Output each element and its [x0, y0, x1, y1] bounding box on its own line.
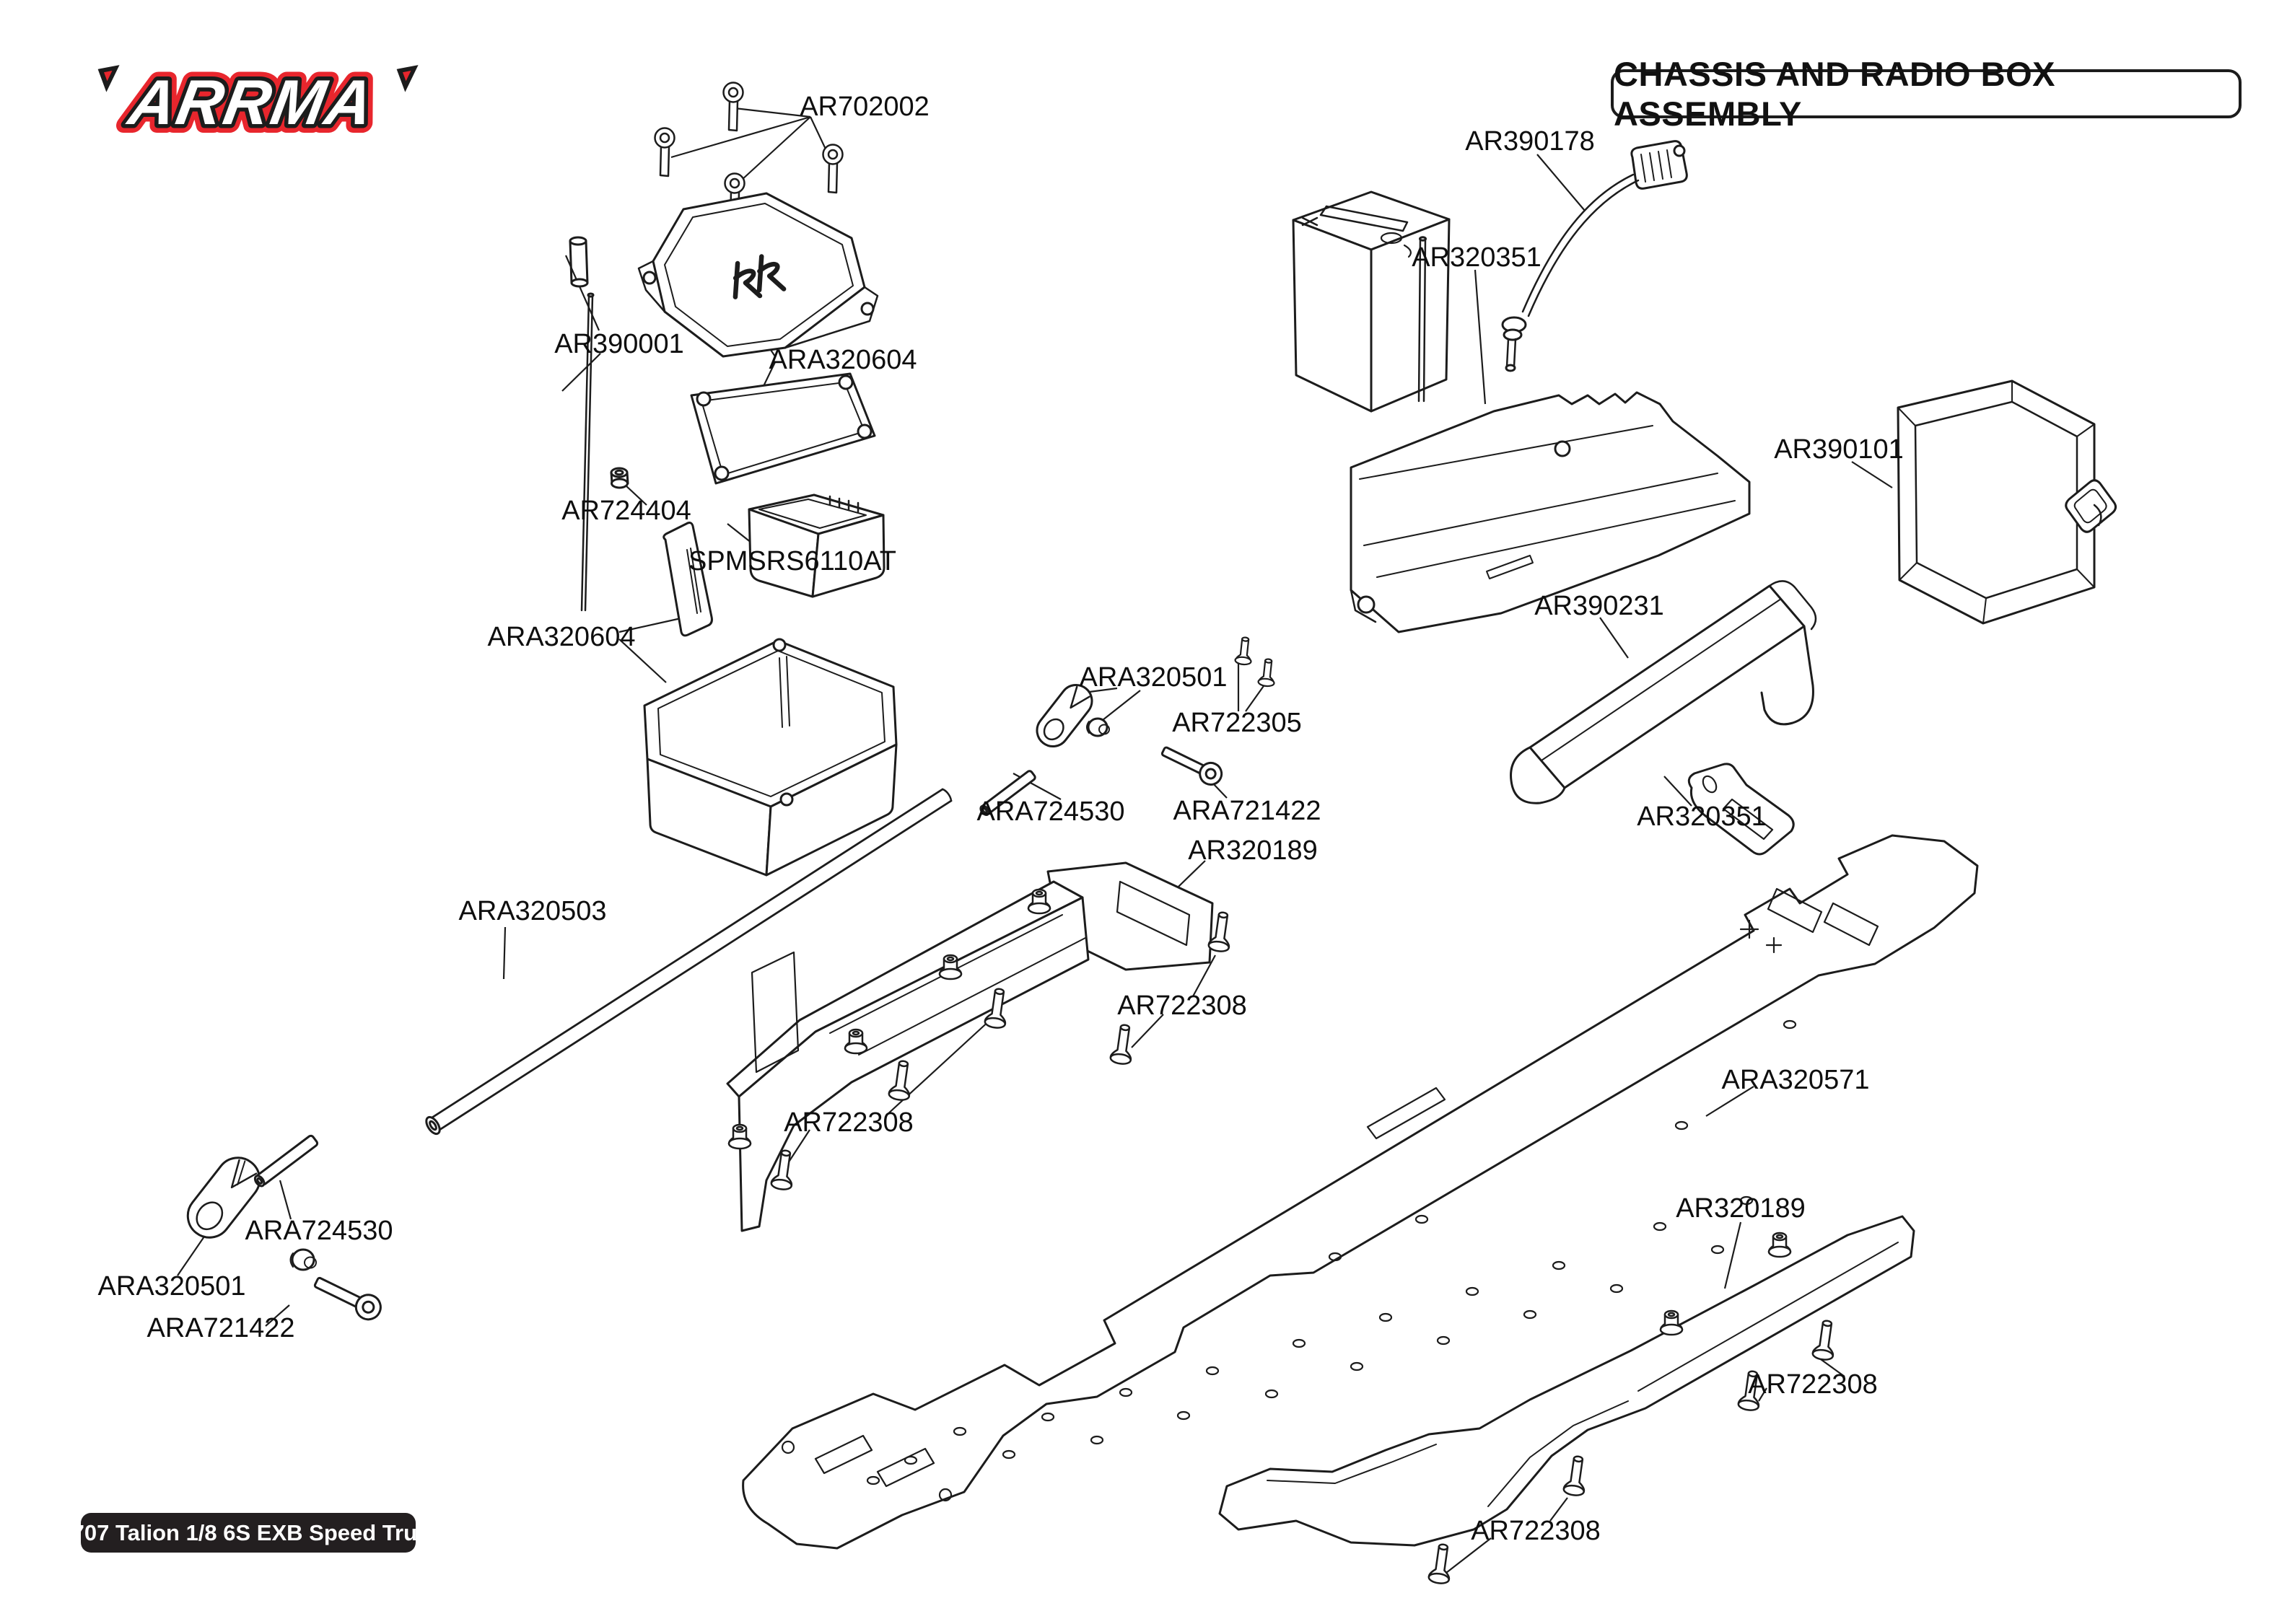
- part-battery-box: [1292, 190, 1451, 413]
- logo-text: ARRMA: [123, 67, 380, 138]
- part-radio-box-base-ar320351: [1350, 391, 1751, 633]
- leader-ara721422-l: [265, 1304, 290, 1327]
- part-label-ara721422-mid: ARA721422: [1173, 796, 1321, 826]
- leader-ar390231: [1599, 617, 1629, 659]
- part-rod-end-left: [186, 1156, 261, 1239]
- leader-ar722305: [1237, 661, 1266, 712]
- part-side-guard-right-ar320189: [1218, 1215, 1915, 1547]
- part-battery-strap-ar390231: [1510, 580, 1817, 804]
- part-grommet-ar724404: [610, 467, 629, 489]
- part-screw-ara721422-left: [313, 1276, 382, 1321]
- part-radio-box-lid: [637, 192, 879, 358]
- part-label-ar722308-left: AR722308: [784, 1107, 914, 1138]
- leader-ar390101: [1851, 461, 1893, 488]
- part-label-ar724404: AR724404: [561, 496, 691, 526]
- logo-tick: [396, 65, 419, 92]
- part-label-ar722308-mid: AR722308: [1117, 991, 1247, 1021]
- part-receiver-spmsrs6110at: [748, 493, 885, 598]
- leader-ar722308-mid: [1131, 954, 1216, 1048]
- part-label-ar390178: AR390178: [1465, 126, 1595, 157]
- part-box-ar390101: [1897, 379, 2117, 625]
- model-badge: C-ARA8707 Talion 1/8 6S EXB Speed Truggy…: [0, 1513, 509, 1553]
- part-rod-end-mid: [1036, 684, 1093, 747]
- part-brace-rod-ara320503: [425, 788, 953, 1136]
- part-radio-box-gasket: [690, 372, 876, 485]
- leader-ar722308-bc: [1446, 1497, 1568, 1573]
- leader-ara320604-tray: [618, 616, 685, 683]
- part-screws-ar722305: [1233, 635, 1278, 688]
- part-chassis-plate-ara320571: [742, 834, 1979, 1550]
- part-label-ara724530-mid: ARA724530: [976, 796, 1125, 827]
- leader-ar724404: [624, 484, 647, 506]
- part-label-ar722308-bc: AR722308: [1471, 1516, 1601, 1546]
- leader-ar390001: [561, 255, 601, 392]
- part-label-ar390001: AR390001: [554, 329, 684, 359]
- part-label-ara320503: ARA320503: [458, 896, 607, 926]
- leader-ar390178: [1536, 154, 1586, 211]
- logo-red-outline: ARRMA: [123, 67, 380, 138]
- part-label-spmsrs6110at: SPMSRS6110AT: [688, 546, 896, 576]
- part-label-ar320189-right: AR320189: [1676, 1193, 1806, 1224]
- page-title-text: CHASSIS AND RADIO BOX ASSEMBLY: [1614, 55, 2055, 133]
- page-title: CHASSIS AND RADIO BOX ASSEMBLY: [1611, 55, 2242, 133]
- leader-ar320189-right: [1723, 1221, 1742, 1289]
- leader-ara320501-l: [177, 1236, 205, 1276]
- part-label-ara320501-l: ARA320501: [97, 1271, 246, 1302]
- leader-ar702002: [670, 107, 829, 181]
- part-label-ara320571: ARA320571: [1721, 1065, 1870, 1095]
- arrma-r-logo-mark: [733, 254, 787, 299]
- leader-ar722308-br: [1758, 1357, 1845, 1402]
- part-side-guard-left-ar320189: [726, 861, 1214, 1232]
- part-label-ar320189-left: AR320189: [1188, 835, 1318, 866]
- arrma-logo: ARRMA ARRMA ARRMA: [97, 58, 419, 144]
- leader-ara320503: [502, 926, 507, 980]
- part-label-ara320604-lid: ARA320604: [769, 345, 917, 375]
- part-radio-box-tray: [643, 638, 898, 877]
- part-label-ar702002: AR702002: [800, 92, 930, 122]
- part-label-ar390101: AR390101: [1774, 434, 1904, 465]
- part-antenna-tube: [569, 236, 595, 612]
- part-label-ar722308-br: AR722308: [1748, 1369, 1878, 1400]
- chassis-holes: [866, 1019, 1797, 1485]
- part-label-ara320501-mid: ARA320501: [1079, 662, 1228, 693]
- part-label-ar722305: AR722305: [1172, 708, 1302, 738]
- part-screw-ara721422-mid: [1160, 746, 1223, 786]
- leader-ara320571: [1705, 1086, 1754, 1117]
- part-label-ar390231: AR390231: [1534, 591, 1664, 621]
- part-foam-block: [662, 522, 713, 637]
- part-strap-clip-ar320351: [1687, 763, 1795, 856]
- part-label-ara724530-l: ARA724530: [245, 1216, 393, 1246]
- part-label-ar320351-box: AR320351: [1412, 242, 1541, 273]
- leader-ara724530-l: [279, 1180, 292, 1220]
- logo-tick: [97, 65, 120, 92]
- part-label-ara320604-tray: ARA320604: [487, 622, 636, 652]
- part-hinge-pin-mid: [979, 770, 1036, 816]
- part-pivot-ball-left: [289, 1248, 317, 1271]
- part-hinge-pin-left: [253, 1134, 319, 1188]
- model-badge-text: C-ARA8707 Talion 1/8 6S EXB Speed Truggy…: [0, 1519, 510, 1545]
- logo-black-outline: ARRMA: [123, 67, 380, 138]
- part-label-ara721422-l: ARA721422: [147, 1313, 295, 1343]
- part-transponder-ar390178: [1501, 140, 1688, 372]
- leader-ar320351-clip: [1663, 776, 1692, 807]
- part-pivot-ball-mid: [1086, 717, 1110, 737]
- part-label-ar320351-clip: AR320351: [1637, 802, 1767, 832]
